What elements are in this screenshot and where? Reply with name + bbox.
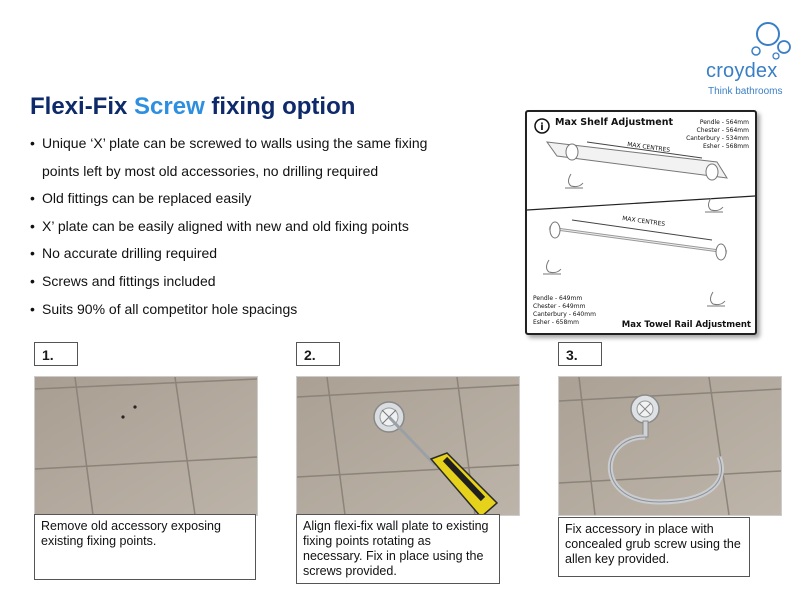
brand-tagline: Think bathrooms	[708, 86, 783, 97]
feature-item: No accurate drilling required	[30, 244, 510, 262]
towel-ring-wall-image	[559, 377, 781, 515]
shelf-size-chester: Chester - 564mm	[697, 127, 750, 134]
section-divider	[527, 195, 755, 211]
shelf-size-pendle: Pendle - 564mm	[700, 119, 749, 126]
shelf-drawing	[545, 141, 728, 213]
screwdriver-wall-image	[297, 377, 519, 515]
rail-adjustment-title: Max Towel Rail Adjustment	[622, 320, 751, 330]
step-2-photo	[296, 376, 520, 516]
feature-list: Unique ‘X’ plate can be screwed to walls…	[30, 134, 510, 327]
feature-item: Old fittings can be replaced easily	[30, 189, 510, 207]
step-2-number: 2.	[296, 342, 340, 366]
tile-wall-image	[35, 377, 257, 515]
feature-item: Screws and fittings included	[30, 272, 510, 290]
fixing-hole-icon	[133, 405, 137, 409]
fixing-hole-icon	[121, 415, 125, 419]
feature-item: Unique ‘X’ plate can be screwed to walls…	[30, 134, 510, 152]
adjustment-diagram: i Max Shelf Adjustment Pendle - 564mm Ch…	[525, 110, 757, 335]
title-part-3: fixing option	[211, 93, 356, 120]
title-part-1: Flexi-Fix	[30, 93, 128, 120]
step-3-number: 3.	[558, 342, 602, 366]
towel-rail-drawing	[543, 219, 728, 307]
croydex-logo: croydex Think bathrooms	[686, 10, 794, 98]
step-1-number: 1.	[34, 342, 78, 366]
step-1-caption: Remove old accessory exposing existing f…	[34, 514, 256, 580]
svg-text:i: i	[540, 122, 543, 133]
feature-item-continuation: points left by most old accessories, no …	[42, 162, 379, 179]
step-3-photo	[558, 376, 782, 516]
rail-size-canterbury: Canterbury - 640mm	[533, 311, 596, 318]
rail-max-centres-label: MAX CENTRES	[622, 215, 666, 228]
brand-name: croydex	[706, 60, 778, 82]
title-highlight: Screw	[134, 93, 205, 120]
feature-item: X’ plate can be easily aligned with new …	[30, 217, 510, 235]
adjustment-drawing: i Max Shelf Adjustment Pendle - 564mm Ch…	[527, 117, 755, 330]
step-2-caption: Align flexi-fix wall plate to existing f…	[296, 514, 500, 584]
step-3-caption: Fix accessory in place with concealed gr…	[558, 517, 750, 577]
step-1-photo	[34, 376, 258, 516]
page-title: Flexi-Fix Screw fixing option	[30, 93, 355, 121]
info-icon: i	[534, 118, 550, 134]
rail-size-esher: Esher - 658mm	[533, 319, 579, 326]
screwdriver-icon	[387, 415, 499, 515]
towel-ring-icon	[607, 394, 724, 505]
feature-item: Suits 90% of all competitor hole spacing…	[30, 300, 510, 318]
shelf-size-esher: Esher - 568mm	[703, 143, 749, 150]
shelf-adjustment-title: Max Shelf Adjustment	[555, 117, 674, 128]
bubbles-logo-icon	[751, 22, 791, 60]
shelf-size-canterbury: Canterbury - 534mm	[686, 135, 749, 142]
rail-size-chester: Chester - 649mm	[533, 303, 586, 310]
rail-size-pendle: Pendle - 649mm	[533, 295, 582, 302]
